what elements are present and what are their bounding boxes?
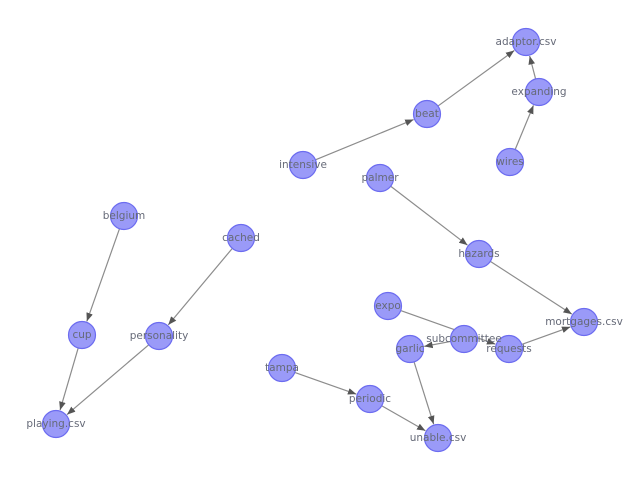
node-circle-hazards[interactable] <box>464 239 494 269</box>
node-label: hazards <box>458 248 499 260</box>
node-circle-intensive[interactable] <box>288 150 318 180</box>
node-circle-garlic[interactable] <box>395 334 425 364</box>
edge-intensive-to-beat <box>315 118 414 161</box>
edges-layer <box>59 50 573 432</box>
edge-subcommittee-to-garlic <box>424 340 451 349</box>
node-circle-subcommittee[interactable] <box>449 324 479 354</box>
node-circle-unable.csv[interactable] <box>423 423 453 453</box>
labels-layer: adaptor.csv expanding beat wires intensive pa… <box>26 36 622 444</box>
node-label: cup <box>72 329 91 341</box>
node-circle-playing.csv[interactable] <box>41 409 71 439</box>
edge-palmer-to-hazards <box>390 185 468 246</box>
node-label: periodic <box>349 393 391 405</box>
node-circle-requests[interactable] <box>494 334 524 364</box>
node-circle-expanding[interactable] <box>524 77 554 107</box>
node-circle-beat[interactable] <box>412 99 442 129</box>
edge-tampa-to-periodic <box>294 371 357 395</box>
node-circle-personality[interactable] <box>144 321 174 351</box>
node-label: tampa <box>265 362 299 374</box>
node-label: adaptor.csv <box>496 36 557 48</box>
edge-expo-to-requests <box>400 309 496 345</box>
edge-periodic-to-unable.csv <box>381 405 426 432</box>
node-label: wires <box>496 156 524 168</box>
node-label: intensive <box>279 159 327 171</box>
node-label: subcommittee <box>426 333 502 345</box>
node-circle-mortgages.csv[interactable] <box>569 307 599 337</box>
node-label: requests <box>486 343 531 355</box>
node-circle-cached[interactable] <box>226 223 256 253</box>
node-circle-wires[interactable] <box>495 147 525 177</box>
edge-cached-to-personality <box>167 247 233 326</box>
edge-garlic-to-unable.csv <box>413 361 435 425</box>
node-label: cached <box>222 232 260 244</box>
nodes-layer <box>41 27 599 453</box>
edge-wires-to-expanding <box>514 105 535 150</box>
edge-cup-to-playing.csv <box>59 347 79 411</box>
node-label: belgium <box>103 210 146 222</box>
node-label: mortgages.csv <box>545 316 623 328</box>
node-circle-periodic[interactable] <box>355 384 385 414</box>
node-label: unable.csv <box>410 432 467 444</box>
edge-personality-to-playing.csv <box>66 344 150 416</box>
node-label: expo <box>375 300 401 312</box>
node-circle-expo[interactable] <box>373 291 403 321</box>
node-circle-adaptor.csv[interactable] <box>511 27 541 57</box>
node-circle-cup[interactable] <box>67 320 97 350</box>
node-circle-tampa[interactable] <box>267 353 297 383</box>
edge-requests-to-mortgages.csv <box>521 326 571 345</box>
node-label: personality <box>130 330 189 342</box>
node-label: expanding <box>511 86 566 98</box>
edge-belgium-to-cup <box>86 228 121 322</box>
node-label: beat <box>415 108 439 120</box>
edge-hazards-to-mortgages.csv <box>490 260 573 315</box>
node-circle-belgium[interactable] <box>109 201 139 231</box>
edge-expanding-to-adaptor.csv <box>528 55 537 80</box>
node-label: playing.csv <box>26 418 85 430</box>
node-label: garlic <box>395 343 424 355</box>
node-circle-palmer[interactable] <box>365 163 395 193</box>
node-label: palmer <box>361 172 399 184</box>
edge-beat-to-adaptor.csv <box>437 50 515 107</box>
